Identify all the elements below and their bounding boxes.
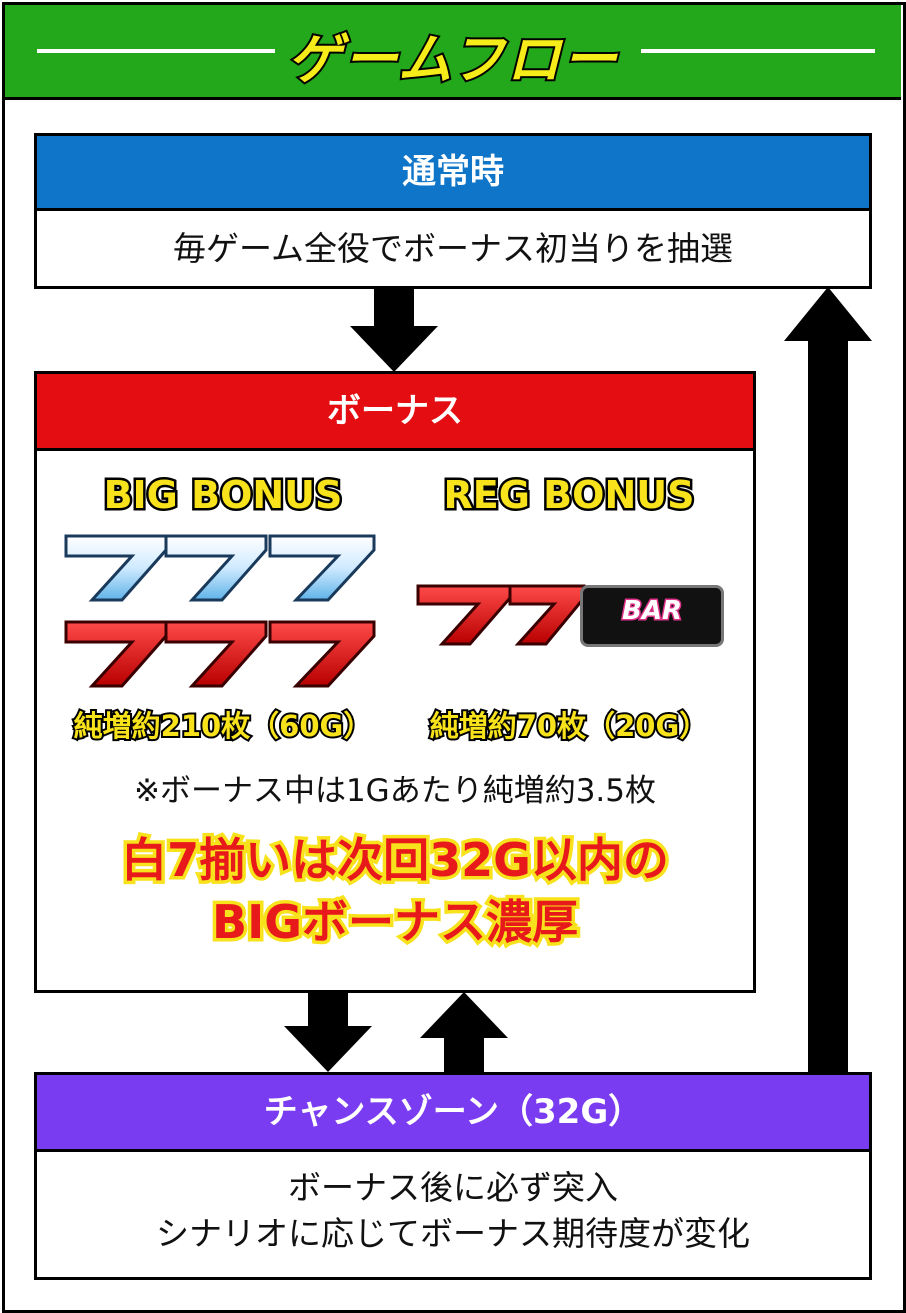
normal-state-description: 毎ゲーム全役でボーナス初当りを抽選 [172,229,733,268]
big-bonus-title: BIG BONUS [101,471,345,520]
highlight-line-1: 白7揃いは次回32G以内の [118,830,673,891]
white-seven-icon [64,534,376,602]
bonus-box: ボーナス [34,371,756,993]
highlight-line-2: BIGボーナス濃厚 [209,892,582,953]
big-bonus-payout: 純増約210枚（60G） [72,707,375,745]
arrow-up-to-bonus-icon [420,992,508,1074]
bar-symbol-label: BAR [621,595,684,628]
header-rule-right [641,49,875,53]
red-seven-icon [416,584,586,646]
reg-bonus-title: REG BONUS [441,471,697,520]
bonus-note: ※ボーナス中は1Gあたり純増約3.5枚 [133,773,657,809]
bonus-title: ボーナス [37,374,753,451]
page-title: ゲームフロー [285,26,619,93]
header-rule-left [37,49,275,53]
arrow-down-to-chance-icon [284,992,372,1072]
chance-zone-line-1: ボーナス後に必ず突入 [288,1168,618,1207]
chance-zone-line-2: シナリオに応じてボーナス期待度が変化 [156,1214,750,1253]
normal-state-title: 通常時 [37,136,869,211]
header-banner: ゲームフロー [5,5,901,100]
bar-symbol-icon: BAR [580,585,724,647]
arrow-down-to-bonus-icon [350,288,438,372]
reg-bonus-payout: 純増約70枚（20G） [428,707,711,745]
arrow-up-to-normal-icon [784,287,872,1075]
chance-zone-description: ボーナス後に必ず突入 シナリオに応じてボーナス期待度が変化 [37,1165,869,1257]
chance-zone-box: チャンスゾーン（32G） ボーナス後に必ず突入 シナリオに応じてボーナス期待度が… [34,1072,872,1280]
chance-zone-title: チャンスゾーン（32G） [37,1075,869,1152]
red-seven-icon [64,620,376,688]
normal-state-box: 通常時 毎ゲーム全役でボーナス初当りを抽選 [34,133,872,289]
